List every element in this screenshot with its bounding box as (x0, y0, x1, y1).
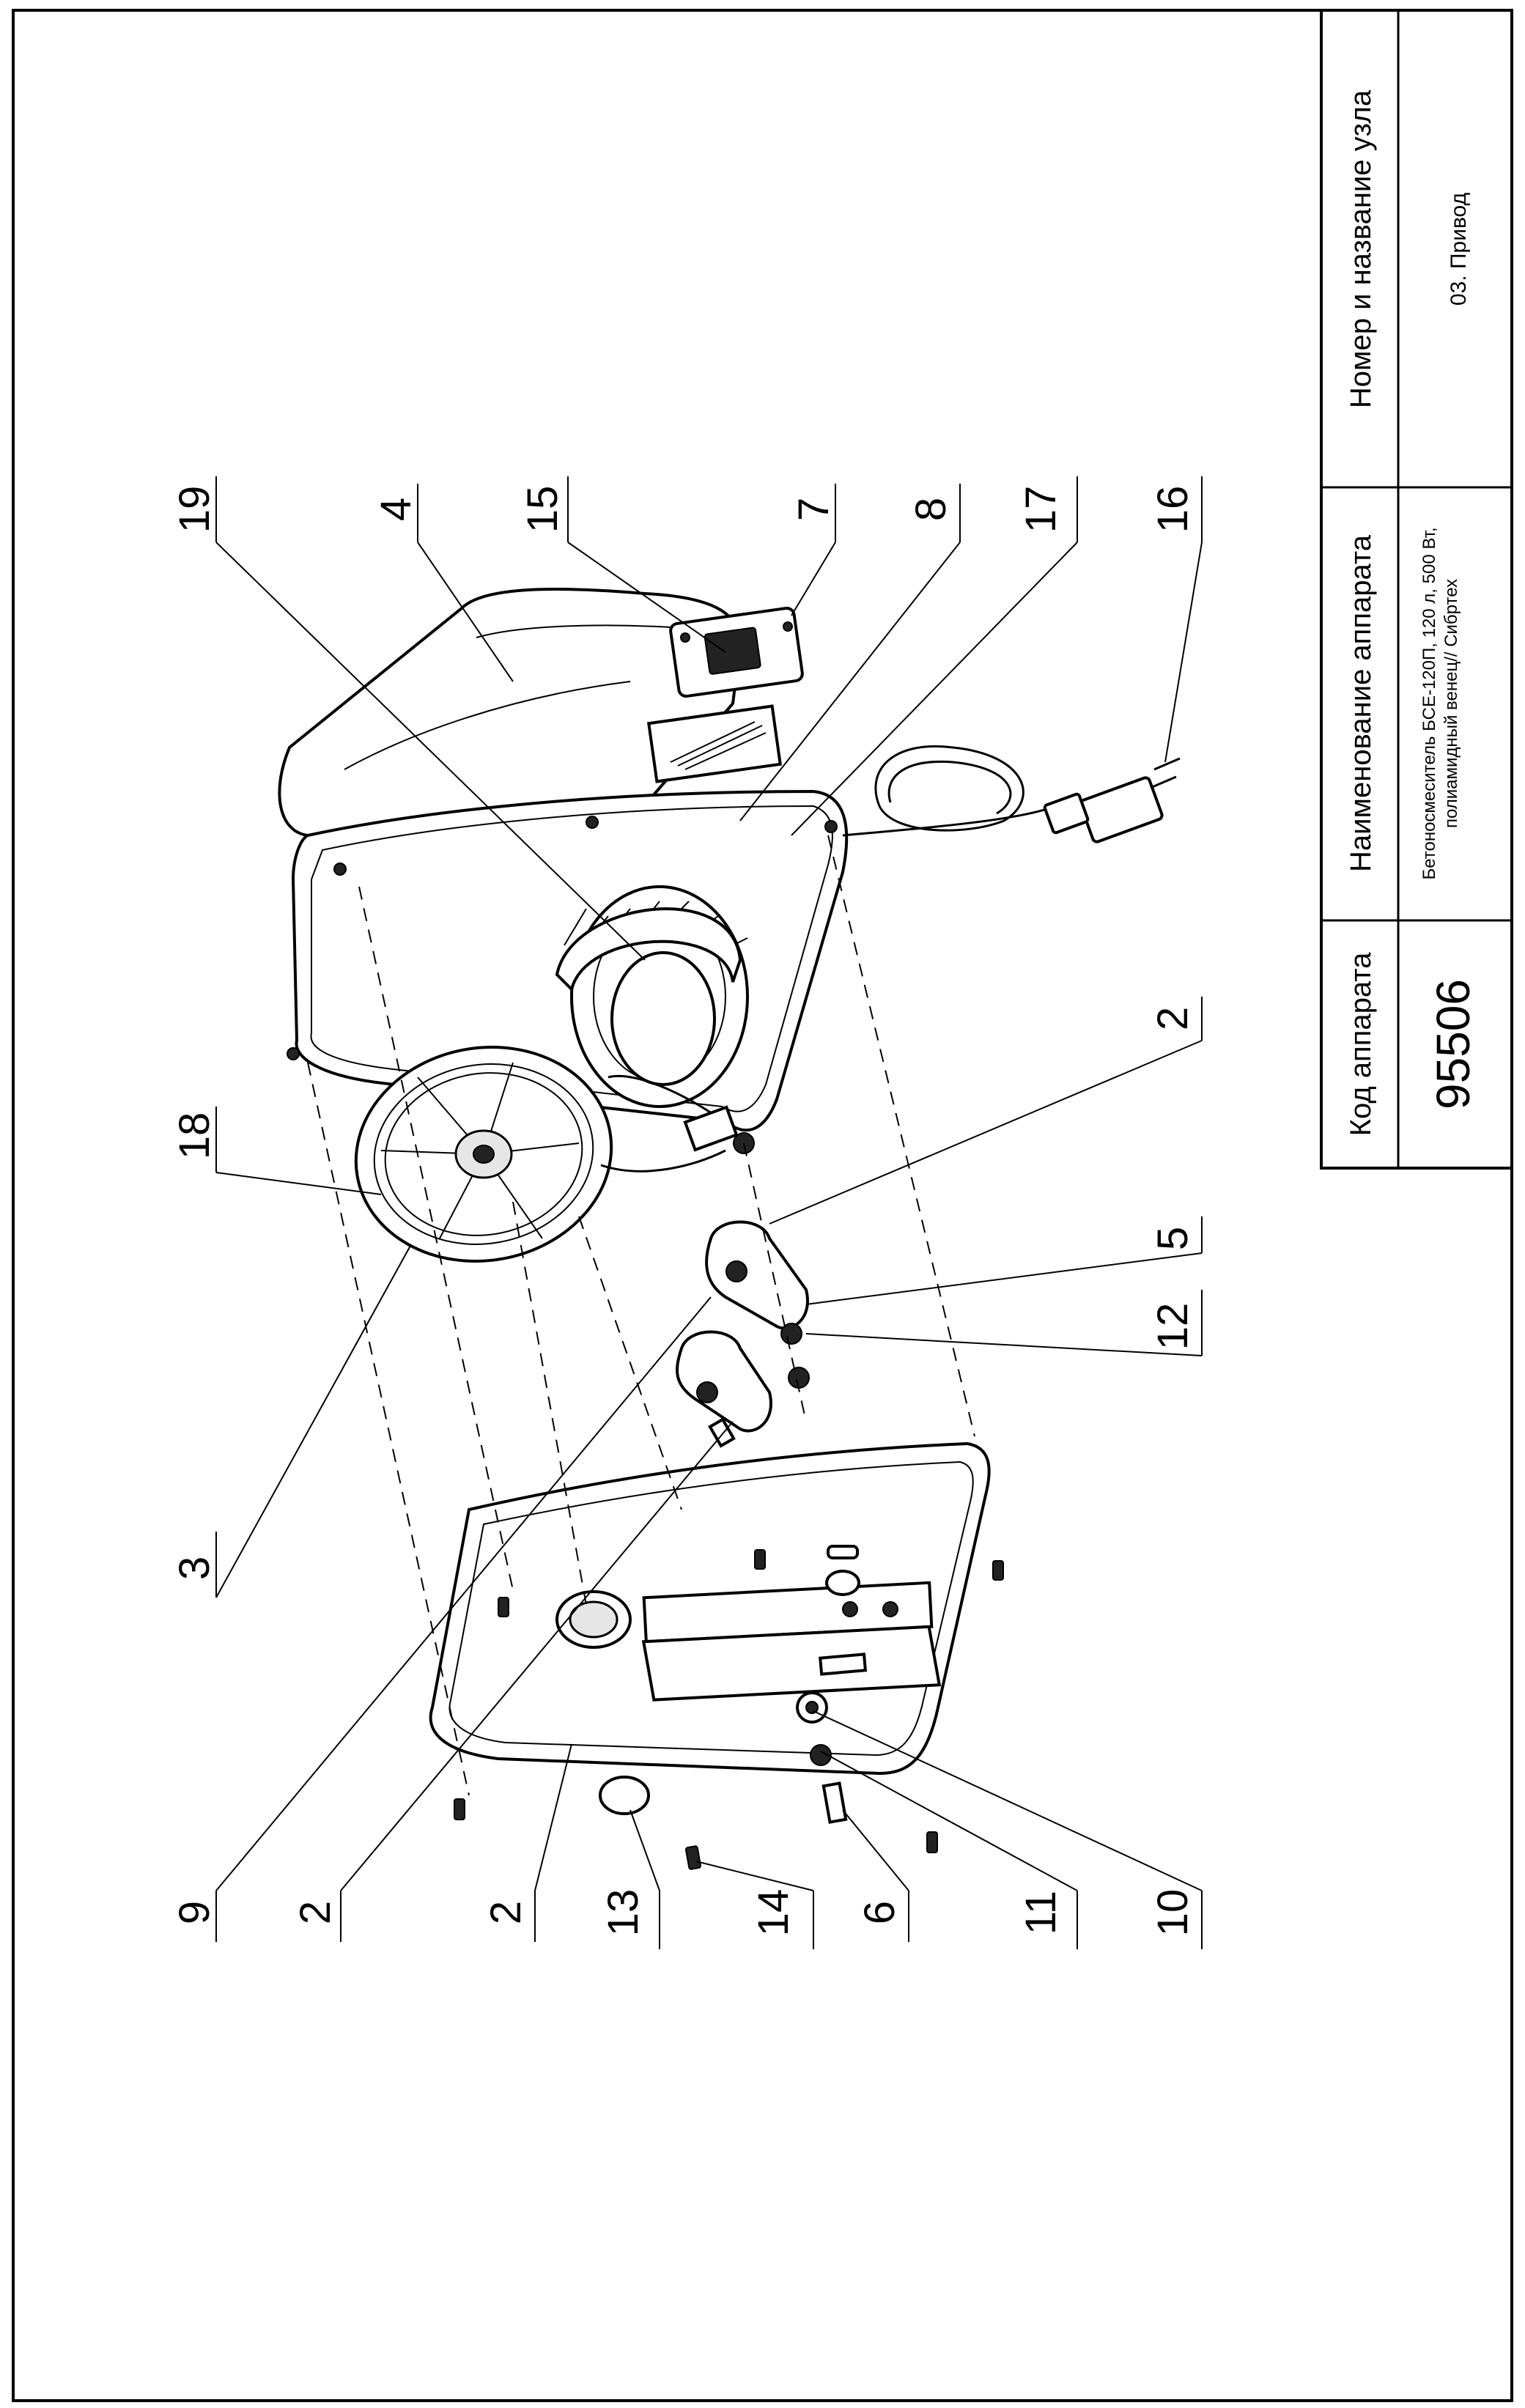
code-value: 95506 (1427, 979, 1480, 1109)
callout-18: 18 (171, 1112, 218, 1160)
unit-value: 03. Привод (1447, 193, 1471, 306)
name-line-1: Бетоносмеситель БСЕ-120П, 120 л, 500 Вт, (1419, 527, 1439, 879)
callout-9: 9 (171, 1901, 218, 1924)
callout-13: 13 (599, 1889, 647, 1937)
bearing-clamps (676, 1220, 810, 1448)
callout-11: 11 (1017, 1891, 1065, 1935)
callout-4: 4 (372, 498, 420, 521)
power-cable-plug (842, 745, 1181, 843)
front-cover-plate (429, 1441, 991, 1776)
callout-10: 10 (1149, 1889, 1197, 1937)
callout-5: 5 (1149, 1227, 1197, 1250)
power-switch (669, 606, 804, 698)
callout-2-upper: 2 (1149, 1007, 1197, 1030)
callout-1: 2 (482, 1901, 530, 1924)
unit-header: Номер и название узла (1345, 89, 1377, 408)
sheet-frame (12, 9, 1513, 2402)
callout-19: 19 (171, 486, 218, 533)
callout-8: 8 (907, 498, 955, 521)
name-header: Наименование аппарата (1345, 534, 1377, 872)
callout-2-lower: 2 (292, 1901, 339, 1924)
callout-6: 6 (856, 1901, 904, 1924)
code-header: Код аппарата (1345, 952, 1377, 1136)
vent-grille (647, 704, 782, 783)
callout-7: 7 (790, 498, 838, 521)
title-block: Код аппарата 95506 Наименование аппарата… (1320, 9, 1513, 1170)
callout-labels: 19 4 15 7 8 17 16 18 2 5 12 3 9 2 2 13 (171, 476, 1203, 1949)
large-pulley (354, 1046, 613, 1263)
callout-17: 17 (1017, 486, 1065, 533)
callout-16: 16 (1149, 486, 1197, 533)
electric-motor (555, 885, 749, 1108)
callout-12: 12 (1149, 1303, 1197, 1351)
name-line-2: полиамидный венец// Сибртех (1441, 579, 1461, 828)
callout-3: 3 (171, 1556, 218, 1580)
callout-15: 15 (519, 486, 566, 533)
drive-belt (600, 1075, 755, 1172)
assembly-lines (307, 835, 975, 1796)
loose-screws (454, 1549, 1004, 1870)
callout-14: 14 (750, 1889, 797, 1937)
retaining-ring (599, 1776, 650, 1815)
